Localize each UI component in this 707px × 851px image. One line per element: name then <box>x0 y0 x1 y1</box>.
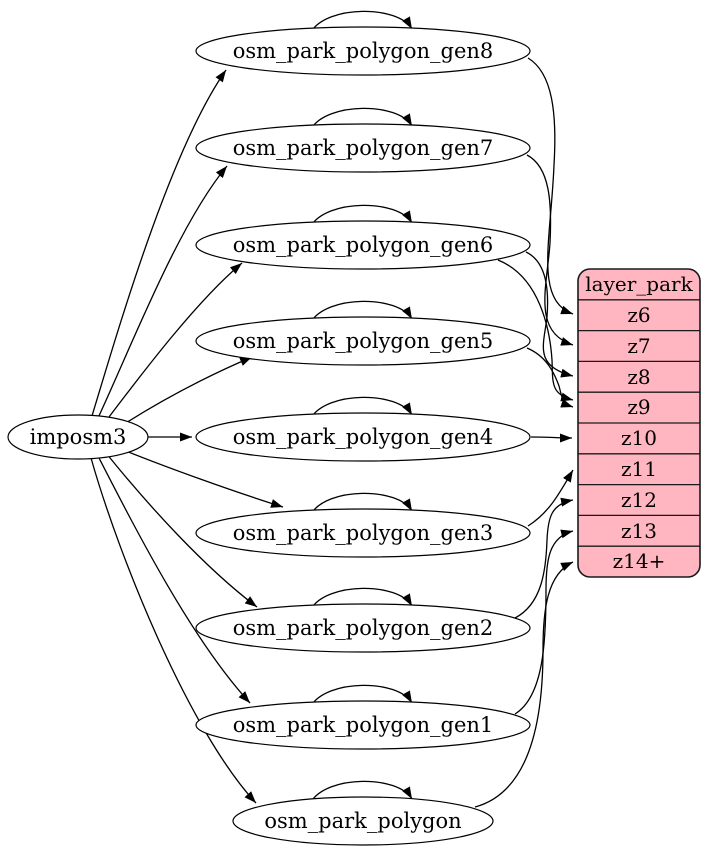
node-gen2: osm_park_polygon_gen2 <box>195 603 531 653</box>
edges-from-imposm3 <box>90 69 284 804</box>
node-gen3: osm_park_polygon_gen3 <box>195 508 531 558</box>
edge-gen6-to-z8 <box>525 251 574 378</box>
row-z11: z11 <box>621 457 657 481</box>
row-z12: z12 <box>621 488 657 512</box>
edges-to-layer-park <box>474 57 574 808</box>
gen2-label: osm_park_polygon_gen2 <box>233 616 494 640</box>
edge-polygon-to-z14 <box>474 561 574 808</box>
imposm3-ellipse <box>7 414 149 460</box>
row-z8: z8 <box>627 365 650 389</box>
self-loop-gen7 <box>310 107 413 130</box>
edge-imposm3-to-gen6 <box>105 262 243 422</box>
node-gen7: osm_park_polygon_gen7 <box>195 123 531 173</box>
row-z6: z6 <box>627 303 650 327</box>
gen6-label: osm_park_polygon_gen6 <box>233 233 494 257</box>
edge-imposm3-to-polygon <box>90 457 257 804</box>
edge-gen4-to-z10 <box>530 433 573 443</box>
node-gen4: osm_park_polygon_gen4 <box>195 412 531 462</box>
gen1-label: osm_park_polygon_gen1 <box>233 713 494 737</box>
layer-park-row-separators <box>578 299 700 547</box>
edge-gen5-to-z9 <box>526 347 574 408</box>
edge-imposm3-to-gen1 <box>97 455 251 704</box>
edge-gen3-to-z11 <box>527 469 574 527</box>
gen3-ellipse <box>195 508 531 558</box>
row-z9: z9 <box>627 395 650 419</box>
row-z14plus: z14+ <box>613 549 666 573</box>
gen7-label: osm_park_polygon_gen7 <box>233 136 494 160</box>
edge-gen6-to-z9 <box>497 259 574 402</box>
self-loop-gen5 <box>310 300 413 323</box>
edge-gen7-to-z7 <box>526 154 574 346</box>
node-gen6: osm_park_polygon_gen6 <box>195 220 531 270</box>
edge-imposm3-to-gen2 <box>105 452 258 608</box>
self-loop-polygon <box>310 780 413 803</box>
gen2-ellipse <box>195 603 531 653</box>
self-loop-gen4 <box>310 396 413 419</box>
edge-gen2-to-z12 <box>514 497 574 619</box>
edge-imposm3-to-gen8 <box>91 69 227 417</box>
gen3-label: osm_park_polygon_gen3 <box>233 521 494 545</box>
row-z10: z10 <box>621 426 657 450</box>
edge-imposm3-to-gen5 <box>120 356 253 427</box>
gen1-ellipse <box>195 700 531 750</box>
gen4-ellipse <box>195 412 531 462</box>
gen7-ellipse <box>195 123 531 173</box>
layer-park-title: layer_park <box>585 272 693 296</box>
osm-park-polygon-label: osm_park_polygon <box>264 809 461 833</box>
self-loop-gen3 <box>310 492 413 515</box>
gen5-ellipse <box>195 316 531 366</box>
gen6-ellipse <box>195 220 531 270</box>
row-z13: z13 <box>621 519 657 543</box>
node-layer-park: layer_park z6 z7 z8 z9 z10 z11 z12 z13 z… <box>577 268 701 578</box>
osm-park-polygon-ellipse <box>232 796 494 846</box>
self-loop-gen2 <box>310 587 413 610</box>
edge-gen1-to-z13 <box>514 529 574 715</box>
edge-imposm3-to-gen7 <box>97 165 228 419</box>
node-osm-park-polygon: osm_park_polygon <box>232 796 494 846</box>
self-loop-gen1 <box>310 684 413 707</box>
node-gen5: osm_park_polygon_gen5 <box>195 316 531 366</box>
self-loop-edges <box>310 10 413 803</box>
node-gen1: osm_park_polygon_gen1 <box>195 700 531 750</box>
self-loop-gen8 <box>310 10 413 33</box>
gen4-label: osm_park_polygon_gen4 <box>233 425 494 449</box>
self-loop-gen6 <box>310 204 413 227</box>
imposm3-label: imposm3 <box>30 425 127 449</box>
row-z7: z7 <box>627 334 650 358</box>
edge-imposm3-to-gen3 <box>120 448 284 508</box>
node-imposm3: imposm3 <box>7 414 149 460</box>
gen5-label: osm_park_polygon_gen5 <box>233 329 494 353</box>
edge-gen8-to-z6 <box>527 57 574 315</box>
gen8-ellipse <box>195 26 531 76</box>
gen8-label: osm_park_polygon_gen8 <box>233 39 494 63</box>
node-gen8: osm_park_polygon_gen8 <box>195 26 531 76</box>
